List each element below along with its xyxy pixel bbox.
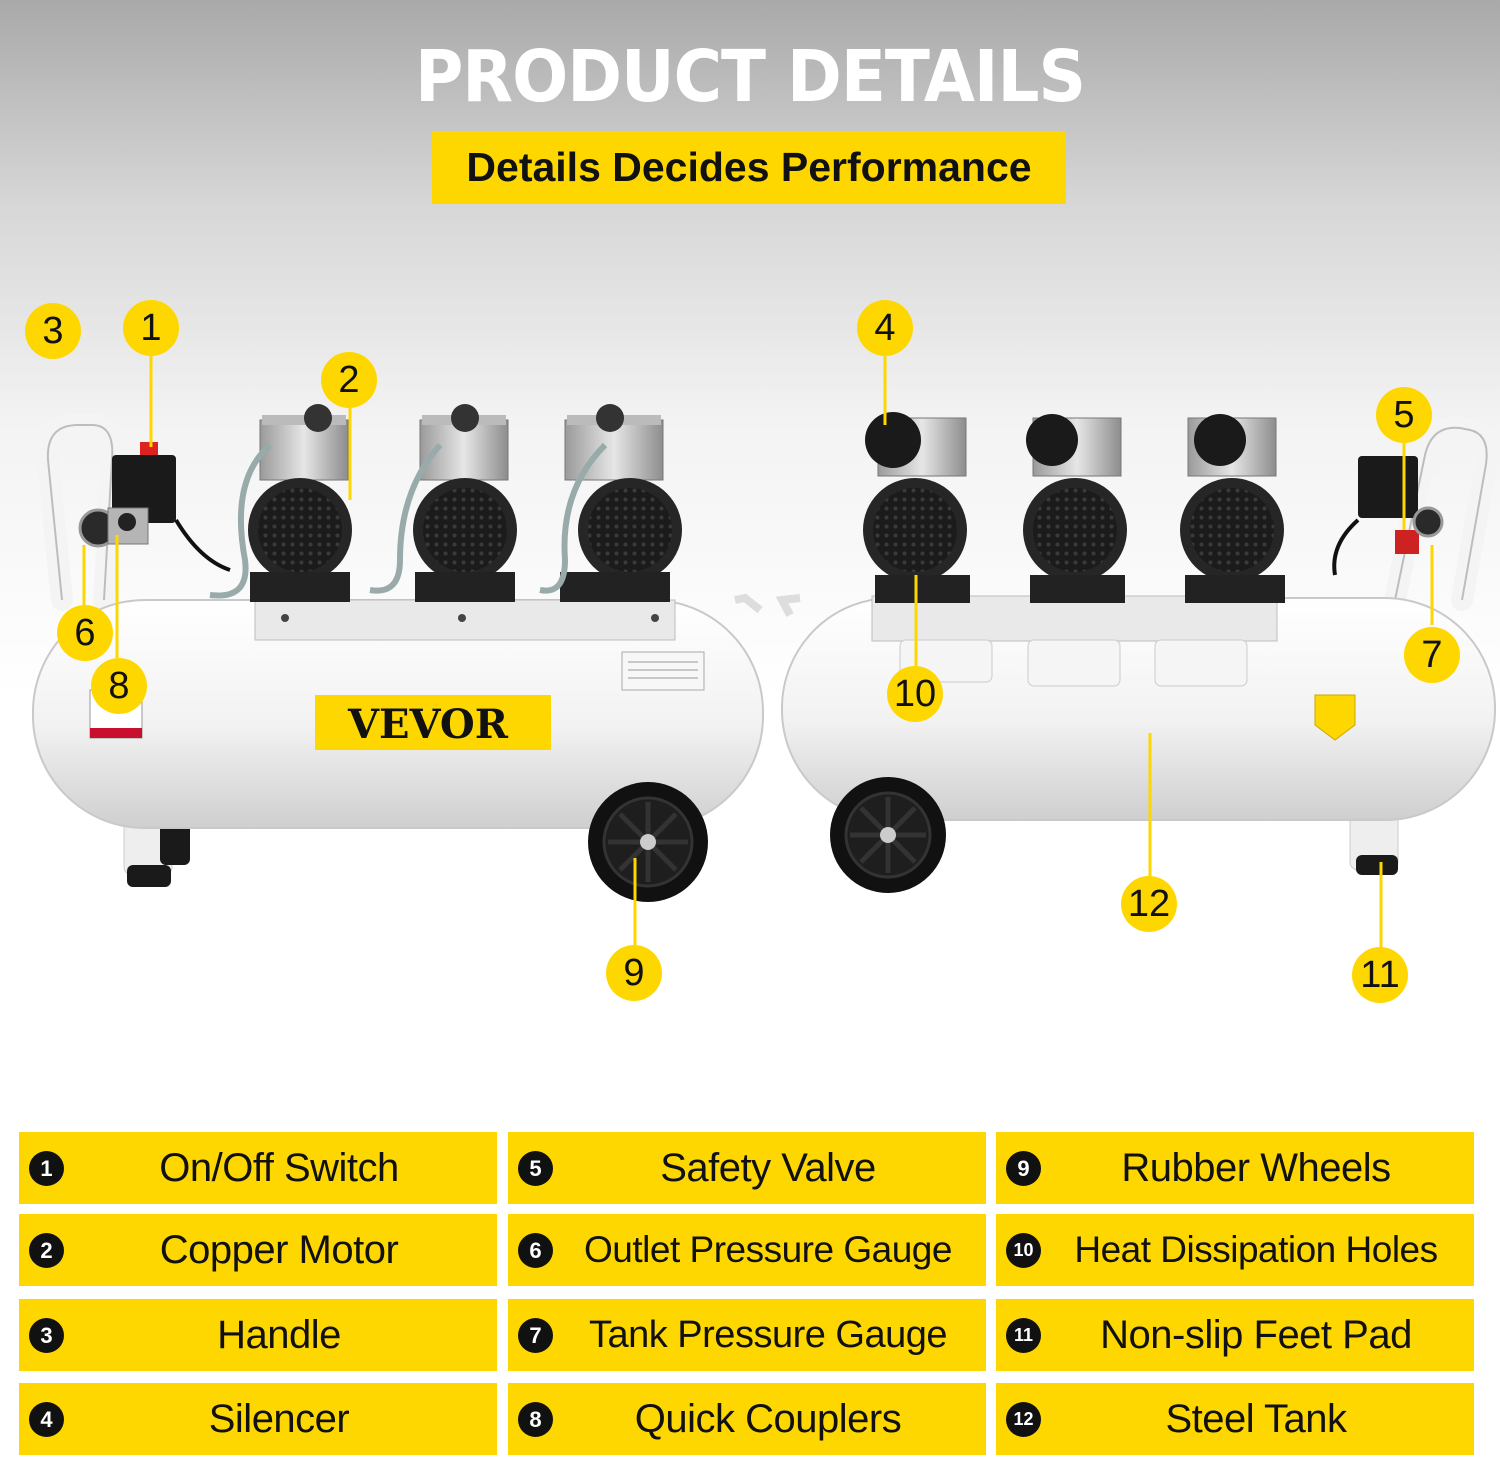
- motor-right-1: [863, 412, 970, 603]
- pressure-switch-right: [1358, 456, 1418, 518]
- legend-label: Heat Dissipation Holes: [1074, 1229, 1438, 1270]
- callout-6: 6: [57, 605, 113, 661]
- legend-label: On/Off Switch: [159, 1145, 399, 1190]
- legend-item-outlet-pressure-gauge: 6 Outlet Pressure Gauge: [508, 1214, 986, 1286]
- on-off-switch: [112, 455, 176, 523]
- legend-label: Safety Valve: [660, 1145, 876, 1190]
- callout-9: 9: [606, 945, 662, 1001]
- callout-4: 4: [857, 300, 913, 356]
- legend-item-rubber-wheels: 9 Rubber Wheels: [996, 1132, 1474, 1204]
- right-compressor: [775, 356, 1498, 948]
- legend-label: Tank Pressure Gauge: [588, 1313, 948, 1356]
- subtitle-text: Details Decides Performance: [466, 144, 1032, 190]
- motor-left-3: [560, 404, 682, 602]
- legend-number: 3: [29, 1318, 64, 1353]
- legend-number: 11: [1006, 1318, 1041, 1353]
- legend-number: 12: [1006, 1402, 1041, 1437]
- motor-left-1: [248, 404, 352, 602]
- callout-8: 8: [91, 658, 147, 714]
- legend-item-tank-pressure-gauge: 7 Tank Pressure Gauge: [508, 1299, 986, 1371]
- motor-right-2: [1023, 414, 1127, 603]
- legend-item-silencer: 4 Silencer: [19, 1383, 497, 1455]
- legend-label: Copper Motor: [159, 1227, 399, 1272]
- page-title: PRODUCT DETAILS: [414, 34, 1086, 119]
- legend-number: 6: [518, 1233, 553, 1268]
- legend-number: 9: [1006, 1151, 1041, 1186]
- vevor-logo: [315, 695, 551, 750]
- motor-right-3: [1180, 414, 1285, 603]
- callout-10: 10: [887, 666, 943, 722]
- legend-item-copper-motor: 2 Copper Motor: [19, 1214, 497, 1286]
- legend-label: Rubber Wheels: [1121, 1145, 1391, 1190]
- legend-number: 2: [29, 1233, 64, 1268]
- legend-number: 1: [29, 1151, 64, 1186]
- legend-item-on-off-switch: 1 On/Off Switch: [19, 1132, 497, 1204]
- product-illustration: VEVOR: [32, 352, 1498, 948]
- silencer: [865, 412, 921, 468]
- legend-number: 5: [518, 1151, 553, 1186]
- legend-label: Quick Couplers: [634, 1396, 902, 1441]
- callout-11: 11: [1352, 947, 1408, 1003]
- legend-label: Outlet Pressure Gauge: [584, 1229, 952, 1270]
- left-compressor: VEVOR: [32, 352, 764, 946]
- legend-label: Silencer: [208, 1396, 350, 1441]
- callout-1: 1: [123, 300, 179, 356]
- legend-item-steel-tank: 12 Steel Tank: [996, 1383, 1474, 1455]
- wheel-right: [830, 777, 946, 893]
- legend-number: 4: [29, 1402, 64, 1437]
- vevor-logo-text: VEVOR: [347, 701, 509, 748]
- legend-label: Handle: [217, 1312, 341, 1357]
- callout-7: 7: [1404, 627, 1460, 683]
- legend-label: Non-slip Feet Pad: [1100, 1312, 1412, 1357]
- wheel-left: [588, 782, 708, 902]
- callout-12: 12: [1121, 876, 1177, 932]
- legend-item-heat-dissipation-holes: 10 Heat Dissipation Holes: [996, 1214, 1474, 1286]
- legend-number: 8: [518, 1402, 553, 1437]
- subtitle-banner: Details Decides Performance: [432, 131, 1066, 204]
- motor-left-2: [413, 404, 517, 602]
- legend-label: Steel Tank: [1165, 1396, 1347, 1441]
- legend-item-handle: 3 Handle: [19, 1299, 497, 1371]
- callout-5: 5: [1376, 387, 1432, 443]
- legend-number: 10: [1006, 1233, 1041, 1268]
- legend-item-non-slip-feet-pad: 11 Non-slip Feet Pad: [996, 1299, 1474, 1371]
- callout-2: 2: [321, 352, 377, 408]
- callout-3: 3: [25, 303, 81, 359]
- legend-item-safety-valve: 5 Safety Valve: [508, 1132, 986, 1204]
- legend-item-quick-couplers: 8 Quick Couplers: [508, 1383, 986, 1455]
- legend-number: 7: [518, 1318, 553, 1353]
